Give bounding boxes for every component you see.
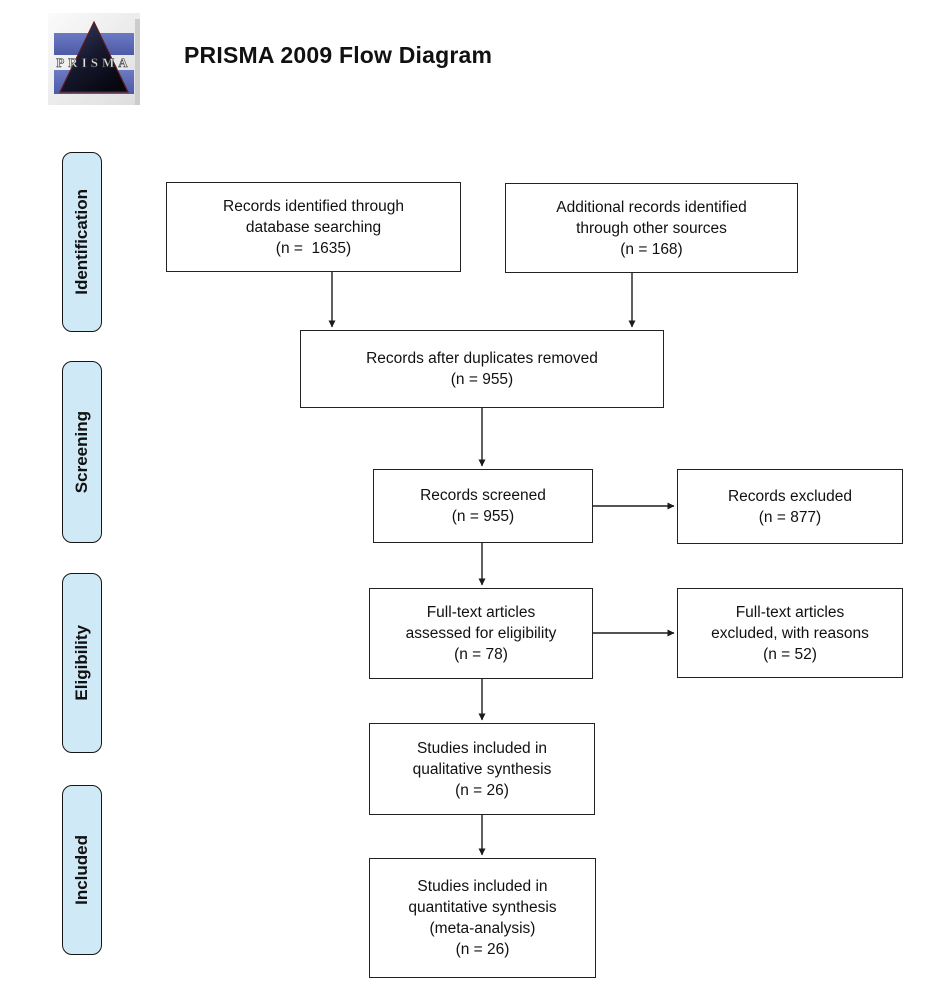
logo-triangle (59, 20, 129, 93)
stage-label-screening: Screening (62, 361, 102, 543)
box-records-screened: Records screened (n = 955) (373, 469, 593, 543)
stage-label-text: Included (72, 835, 91, 905)
prisma-logo: PRISMA (48, 13, 140, 105)
box-fulltext-assessed: Full-text articles assessed for eligibil… (369, 588, 593, 679)
box-quantitative-synthesis: Studies included in quantitative synthes… (369, 858, 596, 978)
box-qualitative-synthesis: Studies included in qualitative synthesi… (369, 723, 595, 815)
stage-label-eligibility: Eligibility (62, 573, 102, 753)
page-title: PRISMA 2009 Flow Diagram (184, 42, 493, 68)
box-records-after-duplicates: Records after duplicates removed (n = 95… (300, 330, 664, 408)
logo-wordmark: PRISMA (56, 55, 131, 70)
box-records-excluded: Records excluded (n = 877) (677, 469, 903, 544)
box-additional-records: Additional records identified through ot… (505, 183, 798, 273)
stage-label-text: Screening (72, 410, 91, 494)
stage-label-identification: Identification (62, 152, 102, 332)
stage-label-included: Included (62, 785, 102, 955)
box-fulltext-excluded: Full-text articles excluded, with reason… (677, 588, 903, 678)
stage-label-text: Identification (72, 189, 91, 295)
stage-label-text: Eligibility (72, 625, 91, 701)
box-records-identified: Records identified through database sear… (166, 182, 461, 272)
logo-shadow-edge (135, 19, 140, 105)
